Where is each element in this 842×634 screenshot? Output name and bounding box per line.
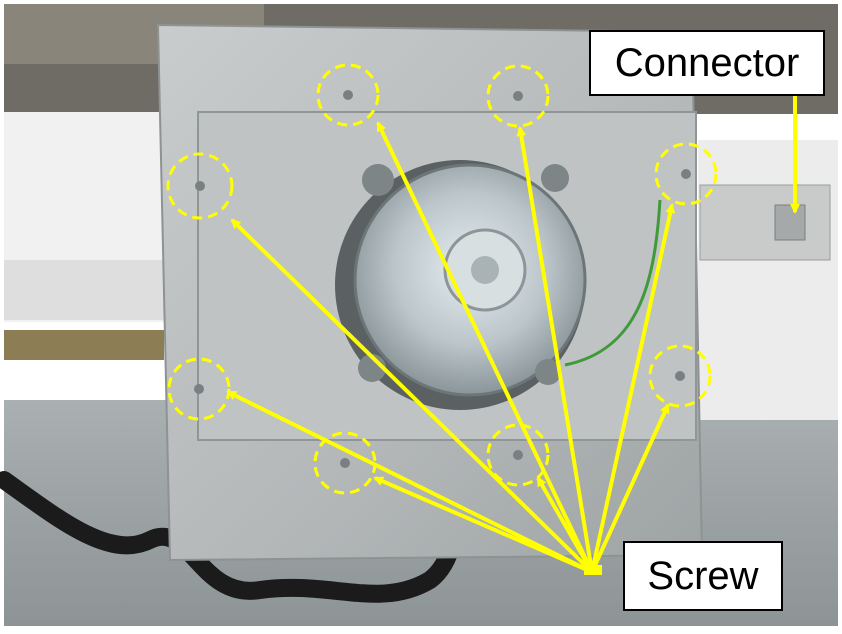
screw-arrows	[226, 121, 676, 574]
screw-head	[513, 91, 523, 101]
screw-head	[194, 384, 204, 394]
foam-insulation-right	[698, 140, 838, 420]
connector-housing	[699, 184, 831, 261]
connector-label-text: Connector	[614, 40, 800, 85]
screw-arrow-6	[590, 403, 670, 573]
screw-marker-top-2	[486, 64, 550, 128]
screw-head	[681, 169, 691, 179]
motor-shaft	[471, 256, 499, 284]
screw-label: Screw	[623, 541, 783, 611]
screw-marker-right-lower	[648, 344, 712, 408]
screw-marker-right-upper	[654, 142, 718, 206]
screw-head	[343, 90, 353, 100]
screw-marker-bottom-2	[486, 423, 550, 487]
screw-arrow-origin	[584, 565, 602, 575]
motor-stud-top-right	[541, 164, 569, 192]
ground-wire	[564, 199, 662, 367]
connector-plug	[774, 204, 806, 241]
screw-arrow-5	[226, 390, 593, 574]
screw-marker-top-1	[316, 63, 380, 127]
screw-head	[675, 371, 685, 381]
wood-strip	[4, 330, 164, 360]
screw-arrow-4	[590, 203, 676, 573]
screw-head	[340, 458, 350, 468]
screw-head	[195, 181, 205, 191]
screw-arrow-7	[373, 476, 593, 574]
motor-stud-top-left	[362, 164, 394, 196]
screw-head	[513, 450, 523, 460]
screw-arrow-2	[516, 126, 594, 573]
screw-arrow-3	[230, 218, 594, 574]
foam-shadow-left	[4, 260, 164, 320]
screw-marker-left-lower	[167, 357, 231, 421]
motor-stud-bottom-right	[535, 359, 561, 385]
connector-label: Connector	[589, 30, 825, 96]
screw-arrow-1	[376, 121, 594, 573]
screw-marker-left-upper	[166, 152, 234, 220]
screw-arrow-8	[536, 476, 594, 573]
screw-label-text: Screw	[647, 553, 759, 598]
